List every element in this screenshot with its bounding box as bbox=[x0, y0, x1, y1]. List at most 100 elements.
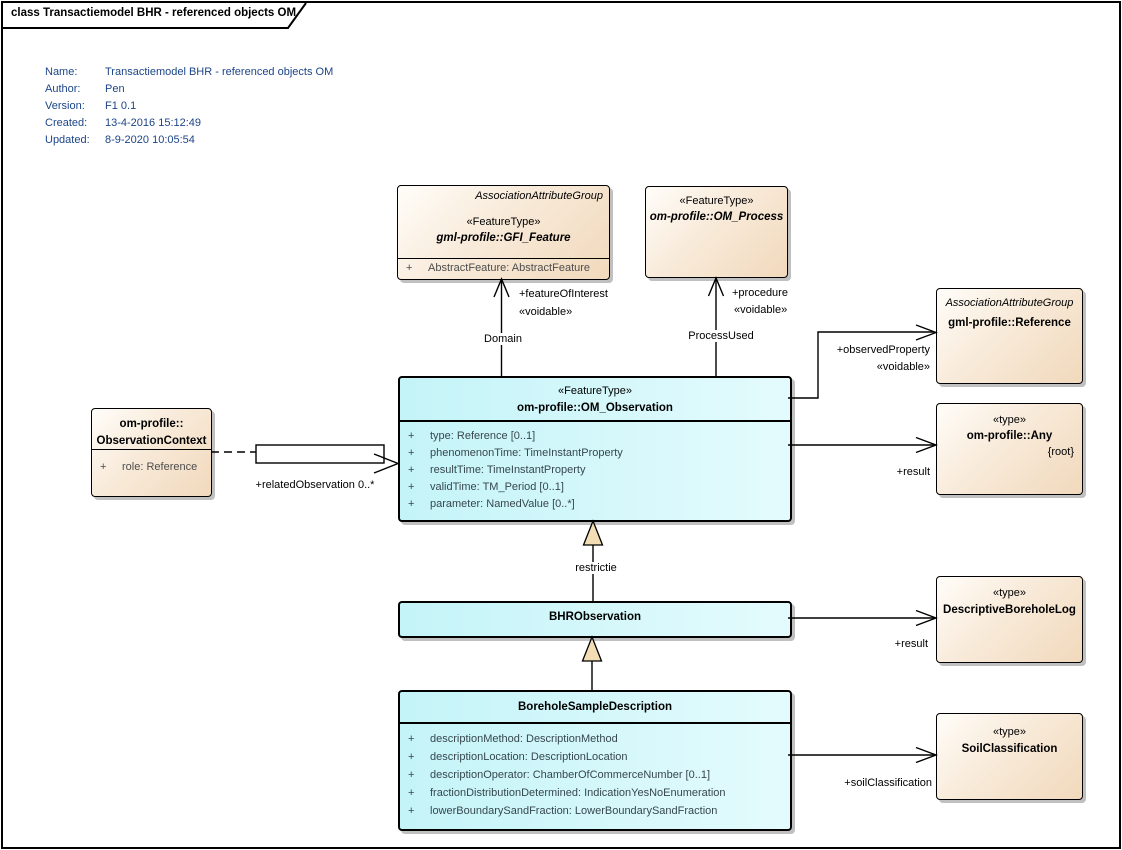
metadata-value: 8-9-2020 10:05:54 bbox=[105, 134, 195, 146]
connector-result-bhr[interactable] bbox=[788, 609, 938, 627]
metadata-value: F1 0.1 bbox=[105, 100, 137, 112]
class-name: om-profile:: bbox=[119, 418, 184, 430]
class-name: gml-profile::Reference bbox=[948, 317, 1071, 329]
attribute-text: phenomenonTime: TimeInstantProperty bbox=[430, 447, 623, 459]
metadata-row: Author:Pen bbox=[45, 81, 333, 98]
metadata-label: Updated: bbox=[45, 134, 90, 146]
class-descriptive-borehole-log[interactable]: «type» DescriptiveBoreholeLog bbox=[936, 576, 1083, 663]
class-om-observation[interactable]: «FeatureType» om-profile::OM_Observation… bbox=[398, 376, 792, 522]
class-tagline: AssociationAttributeGroup bbox=[945, 297, 1074, 309]
metadata-label: Created: bbox=[45, 117, 88, 129]
class-om-process[interactable]: «FeatureType» om-profile::OM_Process bbox=[645, 186, 788, 278]
attribute-row[interactable]: + AbstractFeature: AbstractFeature bbox=[398, 259, 609, 278]
class-borehole-sample-description[interactable]: BoreholeSampleDescription + descriptionMe… bbox=[398, 690, 792, 831]
attribute-row[interactable]: + parameter: NamedValue [0..*] bbox=[400, 496, 790, 513]
attribute-compartment: +role: Reference bbox=[92, 449, 211, 496]
connector-related-observation[interactable] bbox=[211, 444, 400, 474]
class-name: SoilClassification bbox=[961, 743, 1058, 755]
label-observed-property-stereotype[interactable]: «voidable» bbox=[876, 361, 930, 373]
attribute-visibility: + bbox=[408, 464, 415, 476]
attribute-visibility: + bbox=[408, 430, 415, 442]
attribute-text: descriptionMethod: DescriptionMethod bbox=[430, 733, 618, 745]
attribute-row[interactable]: + descriptionLocation: DescriptionLocatio… bbox=[400, 748, 790, 766]
attribute-text: descriptionOperator: ChamberOfCommerceNu… bbox=[430, 769, 710, 781]
connector-feature-of-interest[interactable] bbox=[493, 277, 510, 376]
frame-tab-outline bbox=[2, 2, 307, 29]
connector-soil-classification[interactable] bbox=[788, 746, 938, 764]
attribute-text: role: Reference bbox=[122, 461, 198, 473]
class-name: om-profile::OM_Observation bbox=[517, 402, 673, 414]
class-observation-context[interactable]: om-profile:: ObservationContext +role: R… bbox=[91, 408, 212, 497]
attribute-compartment: + descriptionMethod: DescriptionMethod + d… bbox=[400, 722, 790, 829]
label-process-used[interactable]: ProcessUsed bbox=[683, 330, 759, 342]
attribute-row[interactable]: + phenomenonTime: TimeInstantProperty bbox=[400, 445, 790, 462]
class-constraint: {root} bbox=[1047, 446, 1074, 458]
attribute-text: resultTime: TimeInstantProperty bbox=[430, 464, 586, 476]
metadata-label: Version: bbox=[45, 100, 85, 112]
label-related-observation[interactable]: +relatedObservation 0..* bbox=[255, 479, 375, 491]
diagram-metadata: Name: Transactiemodel BHR - referenced ob… bbox=[45, 64, 333, 149]
attribute-text: AbstractFeature: AbstractFeature bbox=[428, 262, 591, 274]
label-feature-of-interest-role[interactable]: +featureOfInterest bbox=[519, 288, 608, 300]
class-stereotype: «FeatureType» bbox=[679, 195, 754, 207]
attribute-compartment: + AbstractFeature: AbstractFeature bbox=[398, 258, 609, 279]
label-result-bhr[interactable]: +result bbox=[894, 638, 928, 650]
class-stereotype: «type» bbox=[992, 587, 1027, 599]
attribute-row[interactable]: +lowerBoundarySandFraction: LowerBoundar… bbox=[400, 802, 790, 820]
attribute-visibility: + bbox=[408, 733, 415, 745]
label-procedure-stereotype[interactable]: «voidable» bbox=[734, 304, 788, 316]
metadata-row: Name: Transactiemodel BHR - referenced ob… bbox=[45, 64, 333, 81]
metadata-row: Created: 13-4-2016 15:12:49 bbox=[45, 115, 333, 132]
label-observed-property-role[interactable]: +observedProperty bbox=[836, 344, 930, 356]
connector-sample-generalization[interactable] bbox=[581, 635, 603, 690]
label-procedure-role[interactable]: +procedure bbox=[732, 287, 788, 299]
connector-procedure[interactable] bbox=[707, 276, 725, 376]
connector-result-observation[interactable] bbox=[788, 436, 938, 454]
connector-restrictie-generalization[interactable] bbox=[582, 519, 604, 601]
metadata-value: Transactiemodel BHR - referenced objects… bbox=[105, 66, 334, 78]
class-name: DescriptiveBoreholeLog bbox=[943, 604, 1076, 616]
attribute-row[interactable]: + descriptionMethod: DescriptionMethod bbox=[400, 730, 790, 748]
metadata-row: Version: F1 0.1 bbox=[45, 98, 333, 115]
attribute-visibility: + bbox=[406, 262, 413, 274]
frame-title: class Transactiemodel BHR - referenced o… bbox=[11, 7, 297, 19]
attribute-visibility: + bbox=[408, 481, 415, 493]
class-bhr-observation[interactable]: BHRObservation bbox=[398, 601, 792, 638]
class-reference[interactable]: AssociationAttributeGroup gml-profile::R… bbox=[936, 288, 1083, 384]
attribute-visibility: + bbox=[408, 447, 415, 459]
metadata-value: Pen bbox=[105, 83, 125, 95]
attribute-row[interactable]: + descriptionOperator: ChamberOfCommerceN… bbox=[400, 766, 790, 784]
label-result-observation[interactable]: +result bbox=[896, 466, 930, 478]
attribute-text: lowerBoundarySandFraction: LowerBoundary… bbox=[430, 805, 718, 817]
attribute-row[interactable]: + fractionDistributionDetermined: Indicat… bbox=[400, 784, 790, 802]
label-restrictie[interactable]: restrictie bbox=[563, 562, 629, 574]
metadata-row: Updated: 8-9-2020 10:05:54 bbox=[45, 132, 333, 149]
attribute-visibility: + bbox=[408, 787, 415, 799]
metadata-value: 13-4-2016 15:12:49 bbox=[105, 117, 202, 129]
class-stereotype: «FeatureType» bbox=[558, 385, 632, 397]
attribute-text: fractionDistributionDetermined: Indicati… bbox=[430, 787, 726, 799]
attribute-text: descriptionLocation: DescriptionLocation bbox=[430, 751, 628, 763]
class-gfi-feature[interactable]: AssociationAttributeGroup «FeatureType» … bbox=[397, 185, 610, 280]
attribute-visibility: + bbox=[408, 751, 415, 763]
metadata-label: Name: bbox=[45, 66, 78, 78]
class-name: BoreholeSampleDescription bbox=[517, 701, 672, 713]
attribute-row[interactable]: +role: Reference bbox=[92, 458, 211, 476]
connector-observed-property[interactable] bbox=[788, 324, 938, 399]
class-tagline: AssociationAttributeGroup bbox=[475, 190, 603, 202]
class-soil-classification[interactable]: «type» SoilClassification bbox=[936, 713, 1083, 800]
attribute-text: type: Reference [0..1] bbox=[430, 430, 536, 442]
class-stereotype: «type» bbox=[992, 726, 1027, 738]
class-any[interactable]: «type» om-profile::Any {root} bbox=[936, 403, 1083, 495]
attribute-row[interactable]: +validTime: TM_Period [0..1] bbox=[400, 479, 790, 496]
attribute-row[interactable]: + resultTime: TimeInstantProperty bbox=[400, 462, 790, 479]
attribute-visibility: + bbox=[408, 498, 415, 510]
attribute-visibility: + bbox=[408, 769, 415, 781]
attribute-text: parameter: NamedValue [0..*] bbox=[430, 498, 575, 510]
label-soil-classification[interactable]: +soilClassification bbox=[844, 777, 932, 789]
label-feature-of-interest-stereotype[interactable]: «voidable» bbox=[519, 306, 573, 318]
label-domain[interactable]: Domain bbox=[470, 333, 536, 345]
class-name: gml-profile::GFI_Feature bbox=[436, 232, 571, 244]
attribute-row[interactable]: + type: Reference [0..1] bbox=[400, 428, 790, 445]
